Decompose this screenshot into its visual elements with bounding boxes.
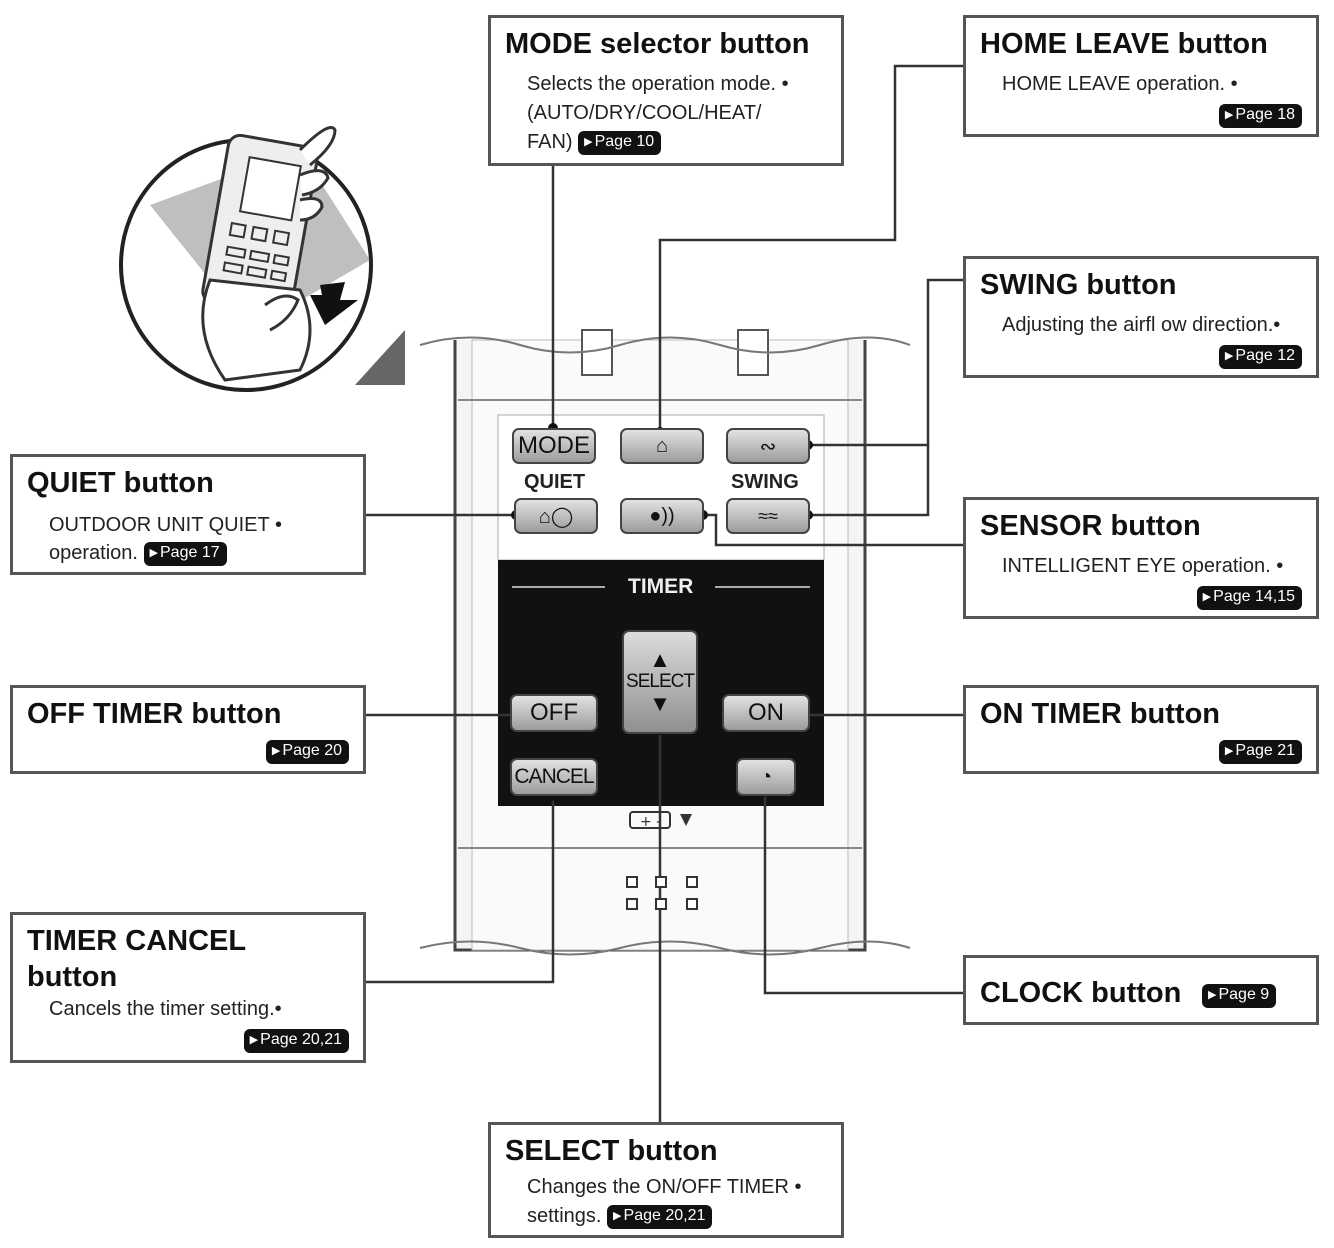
home-leave-callout-line-1: HOME LEAVE operation. • — [1002, 73, 1238, 95]
mode-page-ref[interactable]: Page 10 — [578, 130, 662, 155]
clock-button[interactable]: ◔ — [736, 758, 796, 796]
off-timer-callout-title: OFF TIMER button — [27, 698, 282, 730]
mode-callout-line-1: Selects the operation mode. • — [527, 73, 789, 95]
person-sensor-icon: ●)) — [649, 504, 675, 527]
swing-vertical-button[interactable]: ∾ — [726, 428, 810, 464]
ir-window-square — [626, 876, 638, 888]
select-callout: SELECT button Changes the ON/OFF TIMER •… — [488, 1122, 844, 1238]
quiet-callout: QUIET button OUTDOOR UNIT QUIET • operat… — [10, 454, 366, 575]
leader-lines — [365, 64, 965, 1122]
select-callout-line-2-text: settings. — [527, 1205, 602, 1227]
on-timer-page-ref[interactable]: Page 21 — [1218, 740, 1302, 764]
hand-illustration — [119, 126, 373, 392]
quiet-page-ref[interactable]: Page 17 — [143, 541, 227, 566]
select-callout-title: SELECT button — [505, 1135, 718, 1167]
swing-vertical-icon: ∾ — [759, 435, 777, 458]
clock-callout: CLOCK button Page 9 — [963, 955, 1319, 1025]
home-leave-button[interactable]: ⌂ — [620, 428, 704, 464]
arrow-up-icon: ▲ — [649, 647, 671, 672]
mode-button-label: MODE — [518, 432, 590, 459]
on-timer-callout: ON TIMER button Page 21 — [963, 685, 1319, 774]
arrow-down-icon: ▼ — [649, 691, 671, 716]
swing-callout: SWING button Adjusting the airfl ow dire… — [963, 256, 1319, 378]
mode-callout-line-3: FAN) Page 10 — [527, 128, 662, 157]
on-timer-button[interactable]: ON — [722, 694, 810, 732]
ir-window-square — [655, 876, 667, 888]
timer-cancel-page-ref[interactable]: Page 20,21 — [243, 1029, 349, 1053]
swing-horizontal-button[interactable]: ≈≈ — [726, 498, 810, 534]
mode-callout-title: MODE selector button — [505, 28, 810, 60]
select-callout-line-1: Changes the ON/OFF TIMER • — [527, 1176, 802, 1198]
select-page-ref[interactable]: Page 20,21 — [607, 1204, 713, 1229]
sensor-page-ref[interactable]: Page 14,15 — [1196, 586, 1302, 610]
swing-leader-2 — [808, 445, 930, 517]
sensor-callout-line-1: INTELLIGENT EYE operation. • — [1002, 555, 1284, 577]
sensor-leader — [703, 513, 965, 547]
outdoor-unit-quiet-icon: ⌂◯ — [538, 505, 574, 528]
timer-cancel-button[interactable]: CANCEL — [510, 758, 598, 796]
home-leave-callout: HOME LEAVE button HOME LEAVE operation. … — [963, 15, 1319, 137]
quiet-callout-line-1: OUTDOOR UNIT QUIET • — [49, 514, 282, 536]
ir-window-square — [655, 898, 667, 910]
quiet-label: QUIET — [524, 471, 586, 493]
timer-cancel-callout-title-2: button — [27, 961, 118, 993]
clock-icon: ◔ — [759, 765, 773, 788]
ir-window-square — [686, 898, 698, 910]
timer-cancel-callout-line-1: Cancels the timer setting.• — [49, 998, 282, 1020]
quiet-callout-line-2: operation. Page 17 — [49, 539, 227, 568]
battery-icon: + - — [629, 811, 692, 830]
home-leave-page-ref[interactable]: Page 18 — [1218, 104, 1302, 128]
select-callout-line-2: settings. Page 20,21 — [527, 1202, 713, 1231]
svg-text:+ -: + - — [640, 814, 661, 830]
sensor-callout: SENSOR button INTELLIGENT EYE operation.… — [963, 497, 1319, 619]
clock-leader — [763, 792, 965, 995]
off-button-label: OFF — [530, 699, 578, 726]
mode-callout-line-3-text: FAN) — [527, 131, 573, 153]
swing-callout-title: SWING button — [980, 269, 1177, 301]
off-timer-page-ref[interactable]: Page 20 — [265, 740, 349, 764]
swing-page-ref[interactable]: Page 12 — [1218, 345, 1302, 369]
home-leave-callout-title: HOME LEAVE button — [980, 28, 1268, 60]
select-button-label: SELECT — [626, 671, 695, 692]
clock-callout-title: CLOCK button — [980, 977, 1182, 1009]
mode-button[interactable]: MODE — [512, 428, 596, 464]
home-leave-leader — [658, 64, 965, 432]
select-button[interactable]: ▲ SELECT ▼ — [622, 630, 698, 734]
sensor-callout-title: SENSOR button — [980, 510, 1201, 542]
cancel-leader — [365, 796, 555, 984]
ir-window-square — [626, 898, 638, 910]
off-timer-callout: OFF TIMER button Page 20 — [10, 685, 366, 774]
ir-window-square — [686, 876, 698, 888]
swing-horizontal-icon: ≈≈ — [758, 505, 778, 526]
mode-callout: MODE selector button Selects the operati… — [488, 15, 844, 166]
home-icon: ⌂ — [655, 434, 669, 457]
quiet-callout-line-2-text: operation. — [49, 542, 138, 564]
mode-callout-line-2: (AUTO/DRY/COOL/HEAT/ — [527, 102, 762, 124]
pointer-triangle — [355, 330, 405, 385]
timer-cancel-callout-title-1: TIMER CANCEL — [27, 925, 247, 957]
clock-page-ref[interactable]: Page 9 — [1202, 984, 1277, 1008]
on-timer-callout-title: ON TIMER button — [980, 698, 1221, 730]
swing-callout-line-1: Adjusting the airfl ow direction.• — [1002, 314, 1281, 336]
quiet-callout-title: QUIET button — [27, 467, 214, 499]
cancel-button-label: CANCEL — [514, 765, 594, 788]
swing-leader-1 — [808, 278, 965, 447]
quiet-button[interactable]: ⌂◯ — [514, 498, 598, 534]
swing-label: SWING — [731, 471, 799, 493]
timer-section-label: TIMER — [628, 575, 694, 598]
off-timer-button[interactable]: OFF — [510, 694, 598, 732]
sensor-button[interactable]: ●)) — [620, 498, 704, 534]
on-button-label: ON — [748, 699, 784, 726]
timer-cancel-callout: TIMER CANCEL button Cancels the timer se… — [10, 912, 366, 1063]
